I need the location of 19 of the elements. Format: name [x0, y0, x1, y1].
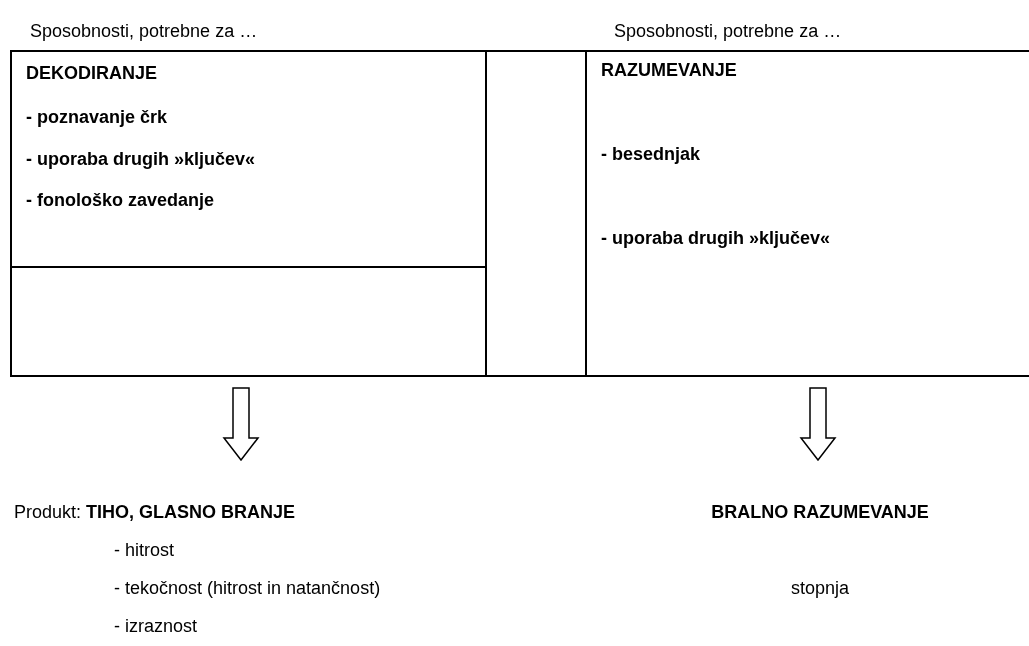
- list-item: - uporaba drugih »ključev«: [26, 148, 256, 171]
- list-item: - poznavanje črk: [26, 106, 168, 129]
- empty-box: [10, 266, 487, 377]
- list-item: - uporaba drugih »ključev«: [601, 227, 831, 250]
- list-item: - izraznost: [114, 615, 198, 638]
- hollow-down-arrow: [799, 387, 837, 462]
- list-item: - fonološko zavedanje: [26, 189, 215, 212]
- list-item: - besednjak: [601, 143, 701, 166]
- empty-box: [485, 50, 587, 377]
- list-item: stopnja: [789, 577, 850, 600]
- hollow-down-arrow: [222, 387, 260, 462]
- list-item: - tekočnost (hitrost in natančnost): [114, 577, 381, 600]
- column-caption: Sposobnosti, potrebne za …: [30, 20, 258, 43]
- heading-text: DEKODIRANJE: [26, 62, 158, 85]
- heading-text: BRALNO RAZUMEVANJE: [710, 501, 930, 524]
- heading-text: RAZUMEVANJE: [601, 59, 737, 82]
- column-caption: Sposobnosti, potrebne za …: [614, 20, 842, 43]
- list-item: - hitrost: [114, 539, 174, 562]
- heading-text: Produkt: TIHO, GLASNO BRANJE: [14, 501, 296, 524]
